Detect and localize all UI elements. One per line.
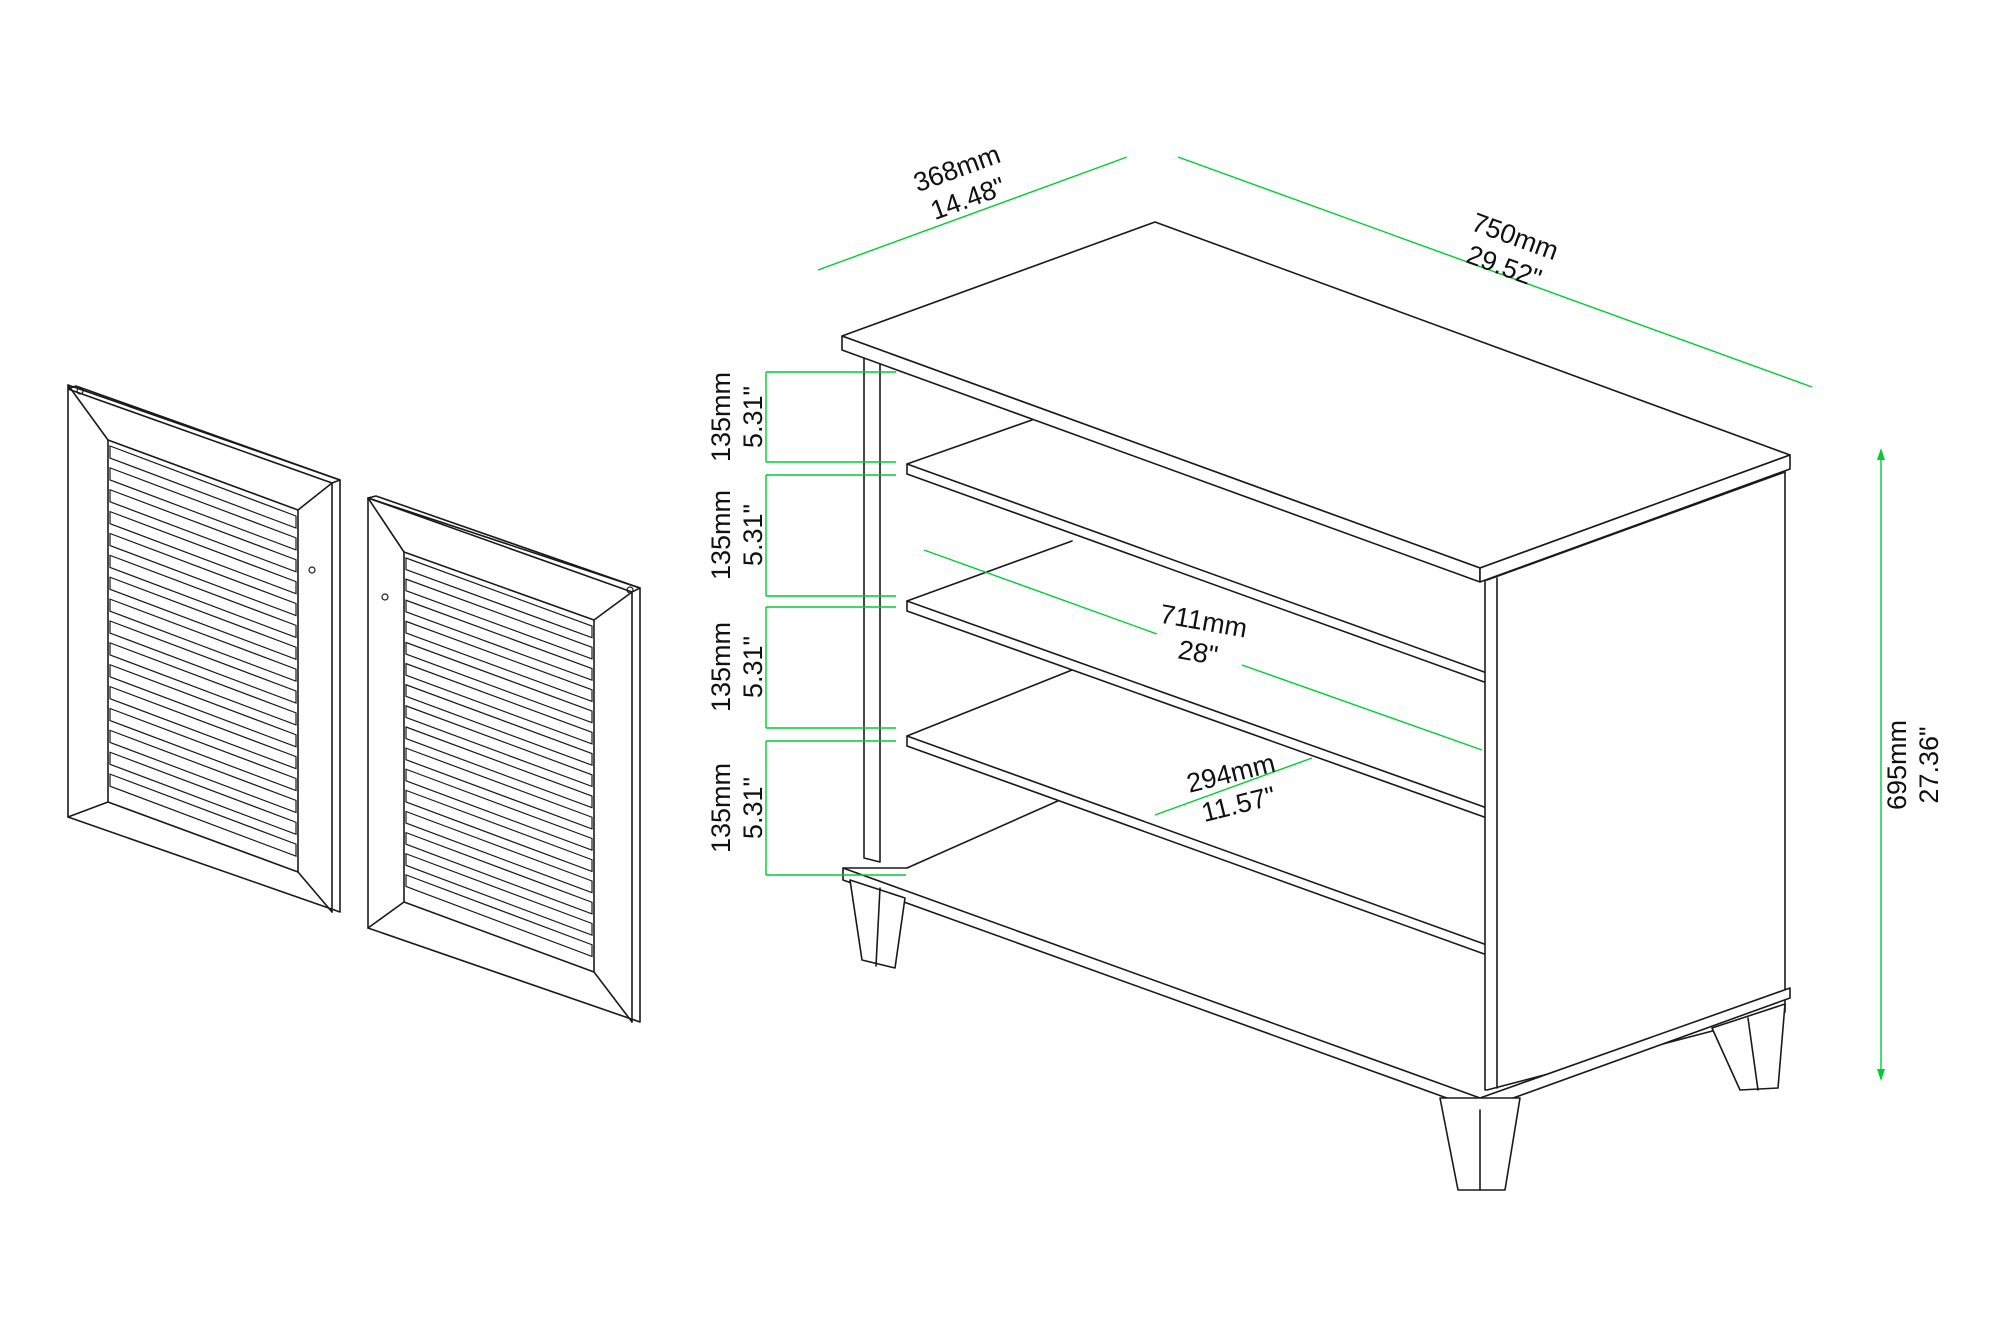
inner-width-inch-label: 28" bbox=[1176, 634, 1220, 670]
door-left-slat bbox=[109, 642, 297, 726]
door-right-slat bbox=[405, 683, 593, 767]
door-left-slat bbox=[109, 510, 297, 595]
door-left-slats bbox=[109, 445, 297, 858]
height-mm-label: 695mm bbox=[1882, 720, 1912, 810]
shelf-gap-1-inch-label: 5.31" bbox=[738, 386, 768, 448]
door-right-slat bbox=[405, 810, 593, 894]
door-right-slat bbox=[405, 747, 593, 830]
shelf-gap-2-mm-label: 135mm bbox=[706, 490, 736, 580]
door-right-slat bbox=[405, 599, 593, 682]
door-right-slat bbox=[405, 578, 593, 660]
door-left-slat bbox=[109, 685, 297, 770]
shelf-gap-2-inch-label: 5.31" bbox=[738, 504, 768, 566]
width-dimension-line bbox=[1177, 156, 1813, 388]
shelf-gap-3-inch-label: 5.31" bbox=[738, 636, 768, 698]
cabinet-left-side bbox=[863, 357, 881, 863]
door-right-slat bbox=[405, 789, 593, 873]
shelf-gap-dimension-4 bbox=[765, 740, 906, 876]
louvered-door-left bbox=[67, 384, 341, 913]
door-right-slat bbox=[405, 662, 593, 745]
door-right-hinge-hole bbox=[381, 593, 389, 601]
door-left-slat bbox=[109, 729, 297, 814]
inner-width-mm-label: 711mm bbox=[1158, 599, 1250, 644]
leg-back-right bbox=[1711, 1003, 1786, 1091]
door-right-slat bbox=[405, 705, 593, 788]
door-left-slat bbox=[109, 467, 297, 551]
dimension-lines bbox=[765, 156, 1885, 1081]
door-left-slat bbox=[109, 488, 297, 573]
shelf-gap-dimension-2 bbox=[765, 474, 896, 597]
door-right-slat bbox=[405, 557, 593, 639]
door-left-slat bbox=[109, 707, 297, 792]
door-left-slat bbox=[109, 620, 297, 704]
shelf-gap-4-mm-label: 135mm bbox=[706, 763, 736, 853]
door-left-slat bbox=[109, 532, 297, 617]
cabinet-right-side bbox=[1484, 471, 1786, 1091]
depth-dimension-line bbox=[817, 156, 1128, 271]
door-right-slat bbox=[405, 874, 593, 958]
door-right-slat bbox=[405, 641, 593, 724]
shelf-gap-1-mm-label: 135mm bbox=[706, 372, 736, 462]
door-left-slat bbox=[109, 576, 297, 661]
shelf-gap-dimension-1 bbox=[765, 371, 896, 463]
door-left-slat bbox=[109, 773, 297, 858]
door-right-slat bbox=[405, 831, 593, 915]
door-right-slat bbox=[405, 620, 593, 703]
height-inch-label: 27.36" bbox=[1914, 726, 1944, 803]
shelf-depth-dimension-line bbox=[1154, 757, 1313, 816]
shelf-gap-4-inch-label: 5.31" bbox=[738, 777, 768, 839]
door-right-frame-outer bbox=[367, 497, 641, 1023]
door-right-slat bbox=[405, 726, 593, 809]
door-left-slat bbox=[109, 598, 297, 683]
door-right-slat bbox=[405, 852, 593, 937]
cabinet-bottom-front-edge bbox=[842, 867, 1481, 1111]
door-left-slat bbox=[109, 554, 297, 639]
door-left-slat bbox=[109, 663, 297, 748]
shoe-cabinet bbox=[841, 221, 1791, 1191]
door-right-slats bbox=[405, 557, 593, 958]
louvered-door-right bbox=[367, 495, 641, 1023]
shelf-gap-3-mm-label: 135mm bbox=[706, 622, 736, 712]
door-left-slat bbox=[109, 445, 297, 529]
door-right-slat bbox=[405, 768, 593, 852]
inner-width-dimension-line bbox=[923, 549, 1158, 635]
door-left-hinge-hole bbox=[308, 566, 316, 574]
door-left-slat bbox=[109, 751, 297, 836]
shelf-gap-dimension-3 bbox=[765, 606, 896, 729]
